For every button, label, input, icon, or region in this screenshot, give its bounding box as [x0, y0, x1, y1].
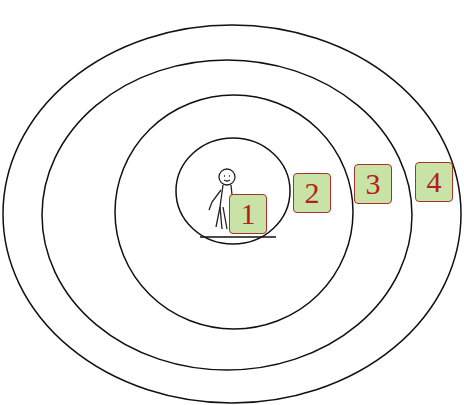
callout-box: 2 [293, 173, 331, 213]
third-ring [42, 60, 412, 370]
outer-ring [3, 25, 461, 403]
inner-ring [176, 138, 290, 244]
callout-number: 4 [427, 167, 442, 197]
second-ring [115, 95, 353, 329]
callout-box: 3 [354, 164, 392, 204]
callout-number: 2 [305, 178, 320, 208]
ground-line [200, 236, 276, 238]
callout-number: 1 [241, 199, 256, 229]
callout-box: 1 [229, 194, 267, 234]
callout-box: 4 [415, 162, 453, 202]
callout-number: 3 [366, 169, 381, 199]
